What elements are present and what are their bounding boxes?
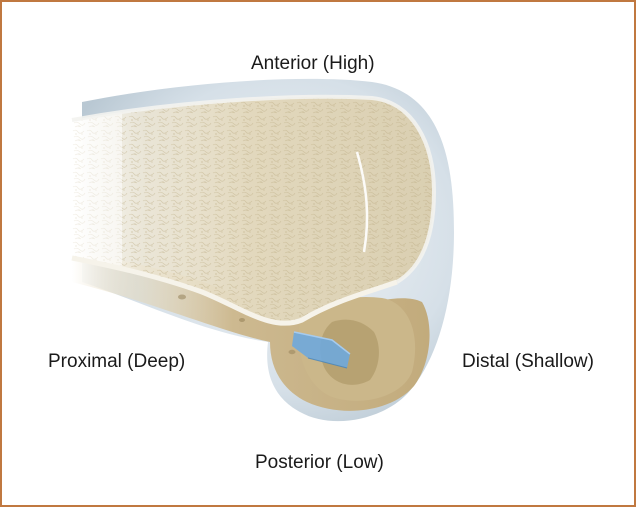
proximal-label: Proximal (Deep) xyxy=(48,352,185,371)
distal-label: Distal (Shallow) xyxy=(462,352,594,371)
anterior-label: Anterior (High) xyxy=(251,54,375,73)
posterior-label: Posterior (Low) xyxy=(255,453,384,472)
